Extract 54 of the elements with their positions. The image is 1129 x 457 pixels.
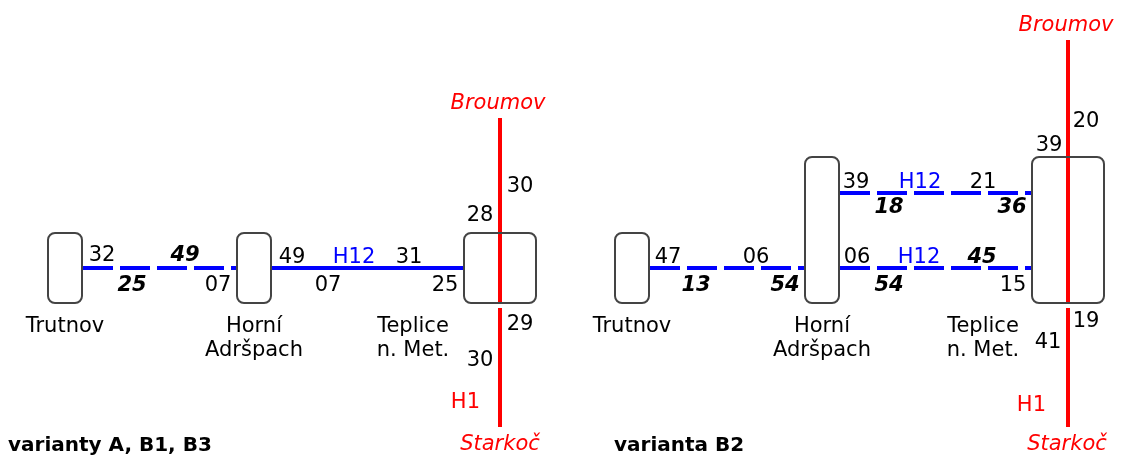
time-label: 29 <box>506 311 534 335</box>
station-name: Teplice n. Met. <box>945 313 1021 361</box>
time-label: 21 <box>969 169 997 193</box>
time-label: 06 <box>742 244 770 268</box>
place-name: Broumov <box>1018 12 1114 36</box>
time-label: 06 <box>843 244 871 268</box>
time-label: 18 <box>874 194 904 218</box>
place-name: Starkoč <box>1027 431 1107 455</box>
time-label: 13 <box>681 272 711 296</box>
time-label: 49 <box>278 244 306 268</box>
time-label: 32 <box>88 242 116 266</box>
time-label: 25 <box>117 272 147 296</box>
time-label: 54 <box>770 272 800 296</box>
time-label: 25 <box>431 272 459 296</box>
station-name: Teplice n. Met. <box>375 313 451 361</box>
rail-line <box>272 266 463 270</box>
time-label: 39 <box>1035 132 1063 156</box>
station-name: Horní Adršpach <box>204 313 304 361</box>
rail-line <box>650 266 804 270</box>
variant-caption: varianty A, B1, B3 <box>8 432 212 456</box>
line-label: H1 <box>450 389 480 413</box>
place-name: Starkoč <box>460 431 540 455</box>
time-label: 19 <box>1072 308 1100 332</box>
time-label: 47 <box>654 244 682 268</box>
time-label: 49 <box>170 242 200 266</box>
time-label: 39 <box>842 169 870 193</box>
station-name: Trutnov <box>24 313 106 337</box>
rail-line <box>83 266 236 270</box>
station-name: Horní Adršpach <box>772 313 872 361</box>
time-label: 41 <box>1034 329 1062 353</box>
time-label: 07 <box>314 272 342 296</box>
rail-line <box>840 266 1031 270</box>
time-label: 28 <box>466 202 494 226</box>
rail-line <box>498 118 502 232</box>
time-label: 31 <box>395 244 423 268</box>
line-label: H1 <box>1016 392 1046 416</box>
rail-line <box>840 191 1031 195</box>
time-label: 15 <box>999 272 1027 296</box>
line-label: H12 <box>898 169 942 193</box>
station-name: Trutnov <box>591 313 673 337</box>
line-label: H12 <box>897 244 941 268</box>
time-label: 30 <box>466 347 494 371</box>
time-label: 20 <box>1072 108 1100 132</box>
place-name: Broumov <box>450 90 546 114</box>
rail-line <box>498 308 502 427</box>
rail-line <box>1066 40 1070 156</box>
line-label: H12 <box>332 244 376 268</box>
time-label: 45 <box>967 244 997 268</box>
time-label: 30 <box>506 173 534 197</box>
rail-line <box>1066 308 1070 427</box>
time-label: 36 <box>997 194 1027 218</box>
variant-caption: varianta B2 <box>614 432 745 456</box>
time-label: 07 <box>204 272 232 296</box>
time-label: 54 <box>874 272 904 296</box>
